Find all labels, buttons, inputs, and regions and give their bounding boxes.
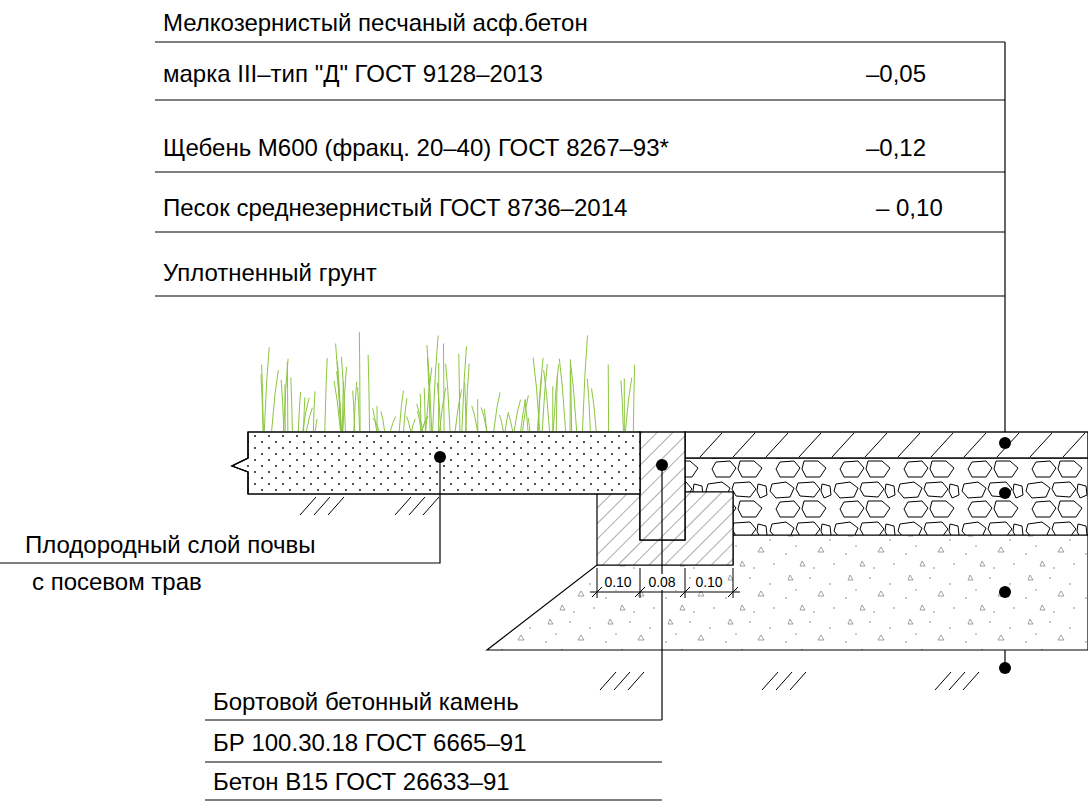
break-symbol: [232, 432, 248, 494]
layer-name: Щебень М600 (фракц. 20–40) ГОСТ 8267–93*: [163, 134, 669, 162]
grass: [261, 332, 635, 431]
layer-name: марка III–тип "Д" ГОСТ 9128–2013: [163, 60, 543, 88]
dimension-value: 0.10: [694, 574, 723, 590]
layer-name: Песок среднезернистый ГОСТ 8736–2014: [163, 194, 627, 222]
asphalt-hatch: [700, 433, 1085, 457]
asphalt-layer: [685, 432, 1088, 458]
topsoil-layer: [232, 432, 640, 494]
crushed-stone-layer: [685, 458, 1088, 535]
dimension-value: 0.08: [647, 574, 676, 590]
callout-text: БР 100.30.18 ГОСТ 6665–91: [213, 729, 526, 757]
dimension-value: 0.10: [603, 574, 632, 590]
leader-lines: [0, 457, 662, 800]
callout-text: с посевом трав: [32, 568, 202, 596]
layer-thickness: –0,05: [866, 60, 926, 88]
layer-thickness: – 0,10: [876, 194, 943, 222]
dimension-line: [590, 568, 740, 598]
callout-text: Бетон В15 ГОСТ 26633–91: [213, 768, 510, 796]
leader-dots: [434, 437, 1011, 674]
layer-name: Мелкозернистый песчаный асф.бетон: [163, 9, 588, 37]
callout-text: Плодородный слой почвы: [25, 531, 315, 559]
sand-layer: [487, 535, 1088, 650]
layer-name: Уплотненный грунт: [163, 259, 377, 287]
layer-thickness: –0,12: [866, 134, 926, 162]
ground-hatch: [300, 497, 979, 690]
callout-text: Бортовой бетонный камень: [213, 688, 519, 716]
